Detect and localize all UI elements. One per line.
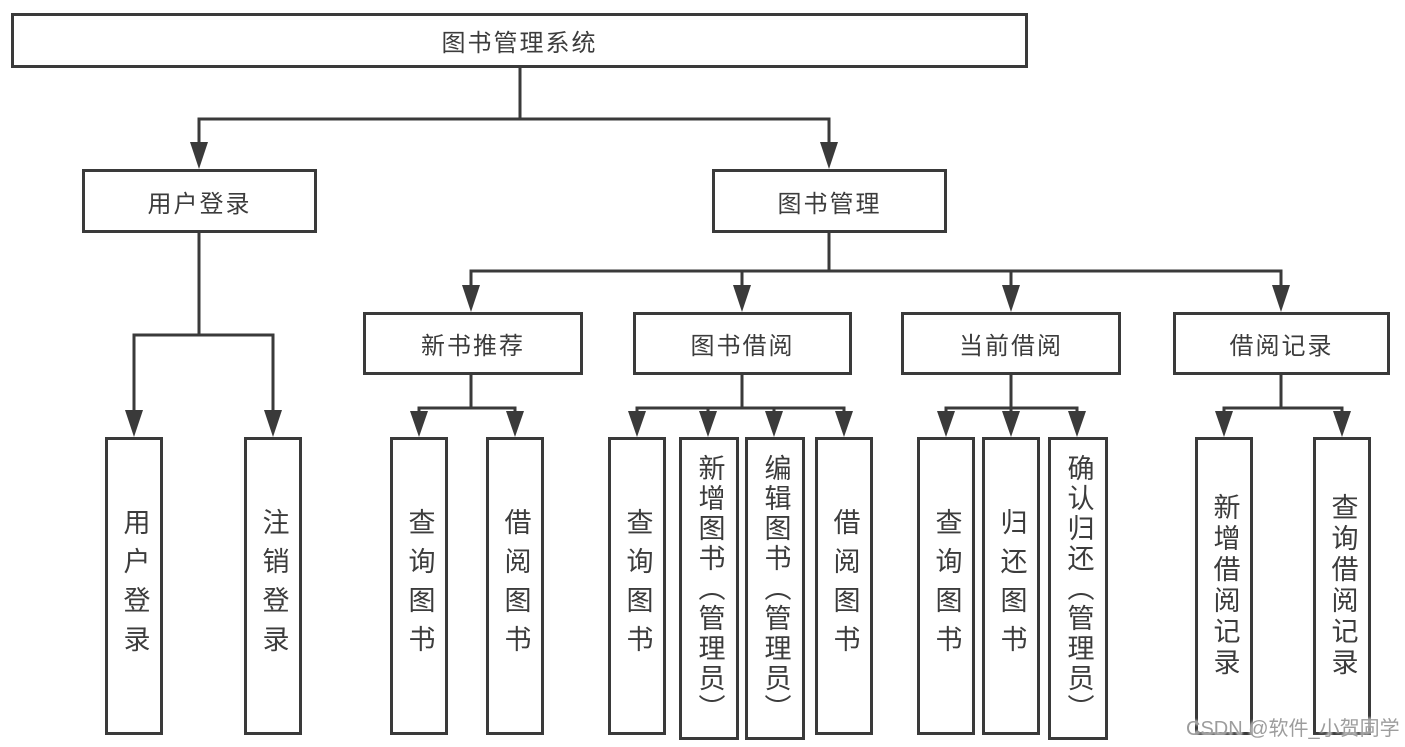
- node-borrow-records-label: 借阅记录: [1229, 333, 1334, 360]
- node-user-login-label: 用户登录: [147, 190, 252, 218]
- node-book-borrow-label: 图书借阅: [690, 333, 795, 360]
- leaf-user-login-label: 用户登录: [119, 508, 150, 664]
- leaf-confirm-return-admin: 确认归还（管理员）: [1048, 437, 1108, 740]
- node-new-book-recommend: 新书推荐: [363, 312, 583, 375]
- leaf-query-books-recommend: 查询图书: [390, 437, 448, 735]
- leaf-edit-books-admin-label: 编辑图书（管理员）: [760, 453, 791, 724]
- node-book-borrow: 图书借阅: [633, 312, 852, 375]
- leaf-query-borrow-record: 查询借阅记录: [1313, 437, 1371, 735]
- leaf-add-books-admin: 新增图书（管理员）: [679, 437, 739, 740]
- leaf-return-books-label: 归还图书: [996, 508, 1027, 664]
- leaf-return-books: 归还图书: [982, 437, 1040, 735]
- leaf-logout: 注销登录: [244, 437, 302, 735]
- leaf-borrow-books-borrow: 借阅图书: [815, 437, 873, 735]
- leaf-confirm-return-admin-label: 确认归还（管理员）: [1063, 453, 1094, 724]
- node-current-borrow-label: 当前借阅: [959, 333, 1063, 360]
- leaf-edit-books-admin: 编辑图书（管理员）: [745, 437, 805, 740]
- node-new-book-recommend-label: 新书推荐: [421, 333, 525, 360]
- node-current-borrow: 当前借阅: [901, 312, 1121, 375]
- leaf-query-books-borrow-label: 查询图书: [622, 508, 653, 664]
- leaf-add-borrow-record: 新增借阅记录: [1195, 437, 1253, 735]
- leaf-query-books-current: 查询图书: [917, 437, 975, 735]
- node-borrow-records: 借阅记录: [1173, 312, 1390, 375]
- csdn-watermark: CSDN @软件_小贺同学: [1186, 718, 1400, 740]
- node-book-management: 图书管理: [712, 169, 947, 233]
- leaf-add-books-admin-label: 新增图书（管理员）: [694, 453, 725, 724]
- node-user-login: 用户登录: [82, 169, 317, 233]
- node-book-management-label: 图书管理: [777, 190, 882, 218]
- leaf-add-borrow-record-label: 新增借阅记录: [1209, 493, 1240, 679]
- leaf-query-borrow-record-label: 查询借阅记录: [1327, 493, 1358, 679]
- leaf-borrow-books-borrow-label: 借阅图书: [829, 508, 860, 664]
- leaf-borrow-books-recommend-label: 借阅图书: [500, 508, 531, 664]
- node-root-system: 图书管理系统: [11, 13, 1028, 68]
- leaf-logout-label: 注销登录: [258, 508, 289, 664]
- leaf-query-books-current-label: 查询图书: [931, 508, 962, 664]
- connector-paths: [132, 66, 1344, 415]
- node-root-label: 图书管理系统: [441, 30, 598, 57]
- leaf-query-books-borrow: 查询图书: [608, 437, 666, 735]
- leaf-borrow-books-recommend: 借阅图书: [486, 437, 544, 735]
- connector-arrowheads: [125, 142, 1351, 437]
- leaf-user-login: 用户登录: [105, 437, 163, 735]
- leaf-query-books-recommend-label: 查询图书: [404, 508, 435, 664]
